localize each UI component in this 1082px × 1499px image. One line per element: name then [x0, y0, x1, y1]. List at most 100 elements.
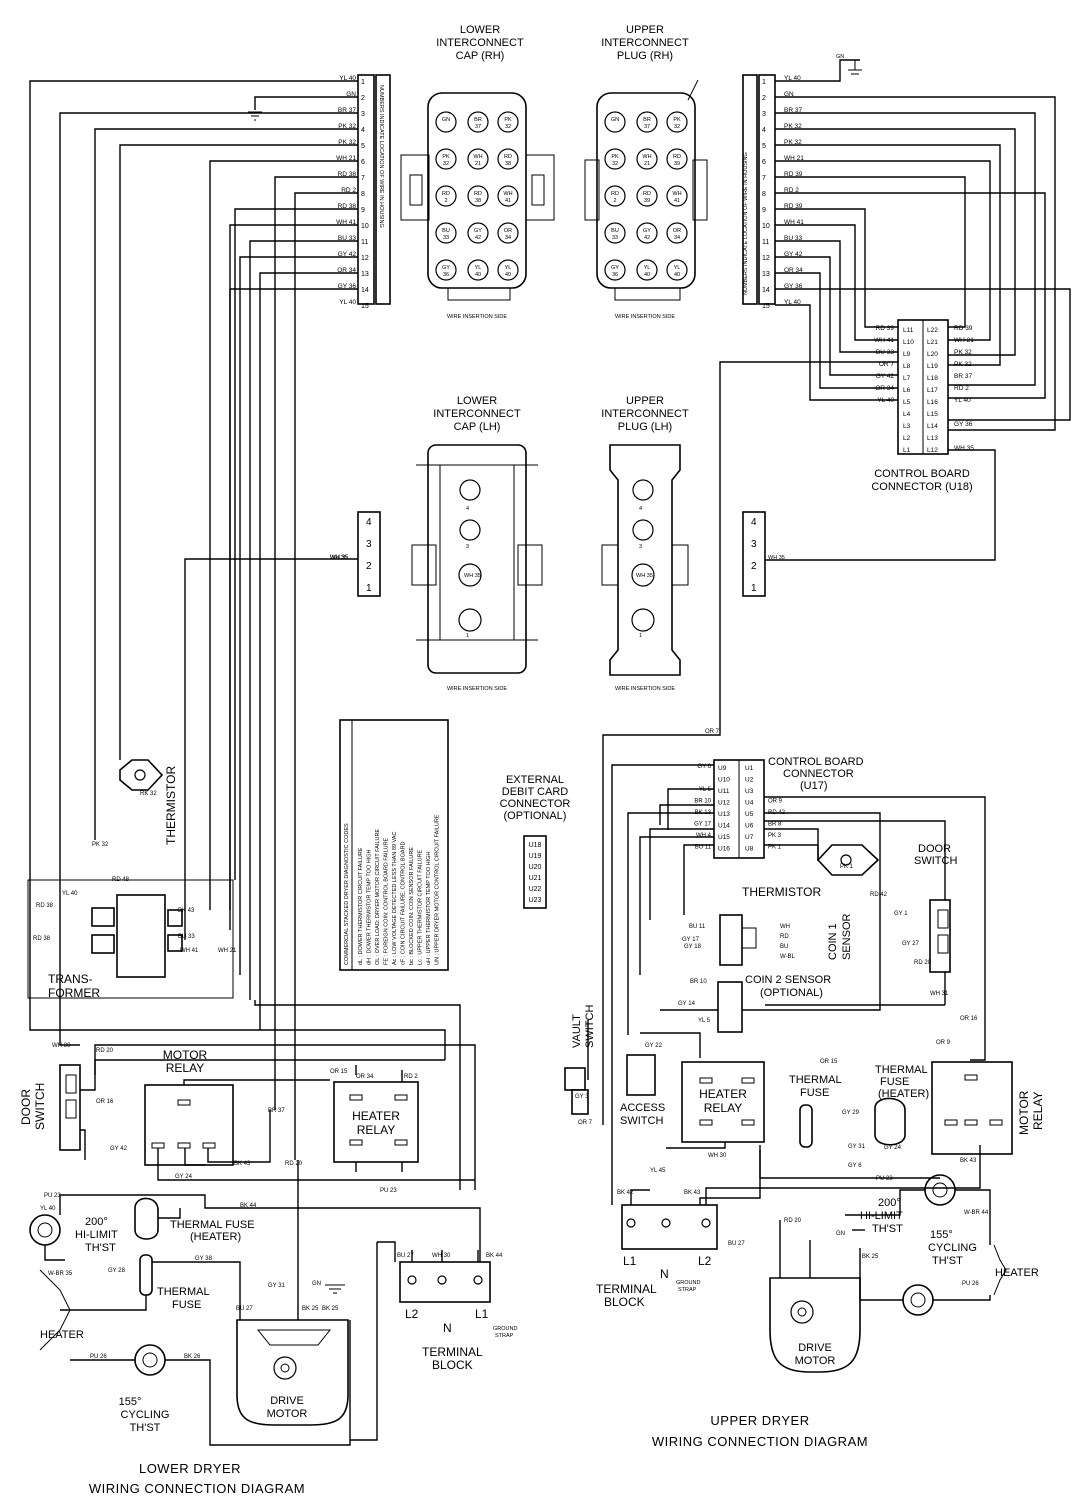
- wire-tag: OR 16: [96, 1099, 114, 1105]
- wire-tag: BK 43: [178, 908, 195, 914]
- right-housing-wire-label: YL 40: [784, 299, 801, 306]
- connector-pin-label: YL: [475, 265, 482, 271]
- housing-note: NUMBERS INDICATE LOCATION OF WIRE IN HOU…: [378, 85, 384, 228]
- wire-tag: GY 14: [678, 1001, 696, 1007]
- upper-hi-limit-thst: 200° HI-LIMIT TH'ST: [860, 1174, 956, 1235]
- diagnostic-codes-panel: COMMERCIAL STACKED DRYER DIAGNOSTIC CODE…: [339, 719, 449, 971]
- left-housing-wire-label: GN: [346, 91, 356, 98]
- u18-wire-label: YL 40: [954, 397, 971, 404]
- u17-pin: U1: [745, 765, 754, 772]
- left-wire-housing: NUMBERS INDICATE LOCATION OF WIRE IN HOU…: [336, 74, 391, 310]
- u17-pin: U12: [718, 800, 730, 807]
- connector-pin: [435, 111, 457, 133]
- u17-pin: U9: [718, 765, 727, 772]
- svg-text:DOOR: DOOR: [19, 1089, 33, 1125]
- left-housing-pin: 1: [361, 79, 365, 86]
- lower-door-switch: DOOR SWITCH: [19, 1064, 81, 1151]
- wire-tag: YL 40: [62, 891, 78, 897]
- right-housing-pin: 7: [762, 175, 766, 182]
- connector-pin: [666, 185, 688, 207]
- u17-pin: U16: [718, 846, 730, 853]
- wire-tag: PU 23: [876, 1176, 893, 1182]
- lower-cycling-thst: 155° CYCLING TH'ST: [119, 1344, 169, 1434]
- connector-pin-label: 42: [475, 235, 481, 241]
- svg-text:WH 35: WH 35: [464, 573, 481, 579]
- svg-text:L1: L1: [623, 1254, 637, 1268]
- right-housing-pin: 12: [762, 255, 770, 262]
- connector-pin-label: PK: [673, 117, 681, 123]
- lower-heater-relay: HEATER RELAY: [333, 1081, 419, 1163]
- wire-tag: RD 20: [285, 1161, 303, 1167]
- svg-text:DOOR: DOOR: [918, 843, 951, 855]
- wire-tag: OR 34: [356, 1074, 374, 1080]
- upper-door-switch: DOOR SWITCH: [914, 843, 957, 973]
- wire-tag: BK 26: [184, 1354, 201, 1360]
- connector-pin-label: RD: [643, 191, 651, 197]
- connector-pin: [435, 222, 457, 244]
- connector-pin-label: 37: [475, 124, 481, 130]
- connector-pin: [604, 259, 626, 281]
- right-housing-pin: 1: [762, 79, 766, 86]
- u18-wire-label: WH 35: [954, 445, 974, 452]
- right-housing-pin: 14: [762, 287, 770, 294]
- svg-text:THERMAL FUSE: THERMAL FUSE: [170, 1219, 255, 1231]
- right-housing-wire-label: OR 34: [784, 267, 803, 274]
- right-housing-wire-label: GY 42: [784, 251, 803, 258]
- svg-text:TRANS-: TRANS-: [48, 972, 93, 986]
- left-housing-wire-label: YL 40: [339, 299, 356, 306]
- svg-text:WIRING CONNECTION DIAGRAM: WIRING CONNECTION DIAGRAM: [89, 1481, 305, 1496]
- ground-symbol-upper: [848, 60, 862, 75]
- right-housing-pin: 3: [762, 111, 766, 118]
- svg-text:UPPER: UPPER: [626, 395, 664, 407]
- connector-pin: [435, 148, 457, 170]
- connector-pin: [666, 259, 688, 281]
- svg-text:TH'ST: TH'ST: [130, 1422, 161, 1434]
- wire-tag: GY 17: [682, 937, 700, 943]
- connector-pin-label: 38: [505, 161, 511, 167]
- left-housing-wire-label: BU 33: [338, 235, 356, 242]
- u17-pin: U14: [718, 823, 730, 830]
- connector-pin-label: GY: [442, 265, 450, 271]
- svg-text:DEBIT CARD: DEBIT CARD: [502, 786, 568, 798]
- lower-hi-limit-thst: 200° HI-LIMIT TH'ST: [29, 1214, 118, 1254]
- small-housing-pin: 4: [751, 517, 757, 528]
- left-housing-pin: 4: [361, 127, 365, 134]
- upper-thermistor: THERMISTOR: [742, 844, 880, 899]
- svg-text:STRAP: STRAP: [678, 1287, 697, 1293]
- connector-pin-label: YL: [505, 265, 512, 271]
- u18-pin: L12: [927, 447, 938, 454]
- u18-pin: L4: [903, 411, 911, 418]
- debit-pin: U19: [529, 853, 542, 860]
- wire-tag: OR 9: [936, 1040, 951, 1046]
- right-housing-pin: 9: [762, 207, 766, 214]
- svg-text:CONNECTOR: CONNECTOR: [500, 798, 571, 810]
- connector-pin: [467, 222, 489, 244]
- wire-tag: GY 42: [110, 1146, 128, 1152]
- wire-tag: GY 31: [268, 1283, 286, 1289]
- svg-text:UPPER: UPPER: [626, 24, 664, 36]
- u17-wire-label: BR 8: [768, 822, 782, 828]
- wire-tag: RD 38: [33, 936, 51, 942]
- wire-tag: W-BR 35: [48, 1271, 73, 1277]
- svg-text:WH 35: WH 35: [636, 573, 653, 579]
- transformer: TRANS- FORMER: [27, 879, 234, 1000]
- connector-pin-label: GN: [611, 117, 619, 123]
- small-housing-pin: 3: [366, 539, 372, 550]
- u18-pin: L19: [927, 363, 938, 370]
- lower-thermistor: THERMISTOR: [119, 759, 178, 845]
- u18-wire-label: OR 7: [879, 361, 895, 368]
- u18-wire-label: GY 42: [876, 373, 895, 380]
- connector-pin-label: 40: [475, 272, 481, 278]
- wire-tag: PK 1: [840, 864, 854, 870]
- wire-tag: BK 44: [486, 1253, 503, 1259]
- wire-tag: OR 7: [705, 729, 720, 735]
- left-housing-wire-label: GY 36: [338, 283, 357, 290]
- wire-tag: BU: [780, 944, 788, 950]
- svg-text:LOWER: LOWER: [460, 24, 500, 36]
- u17-wire-label: OR 9: [768, 799, 783, 805]
- connector-pin: [497, 148, 519, 170]
- right-housing-wire-label: WH 41: [784, 219, 804, 226]
- svg-text:LOWER: LOWER: [457, 395, 497, 407]
- connector-pin-label: WH: [642, 154, 651, 160]
